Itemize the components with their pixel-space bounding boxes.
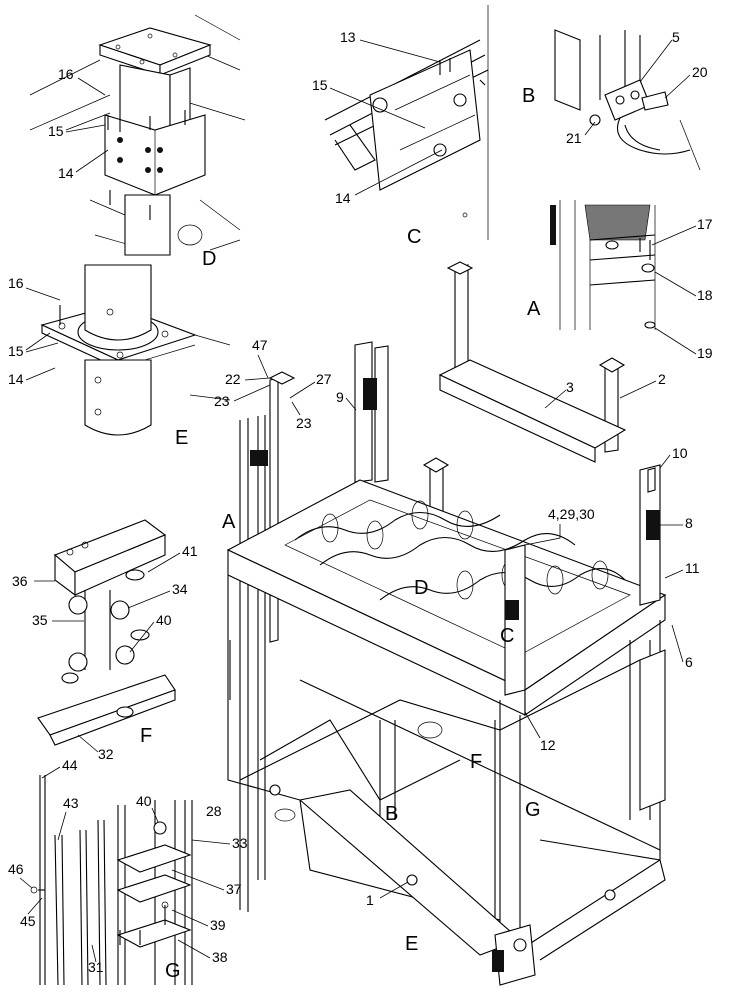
callout-m-47: 47 [252,337,268,353]
callout-g-43: 43 [63,795,79,811]
callout-m-3: 3 [566,379,574,395]
callout-g-28: 28 [206,803,222,819]
callout-m-11: 11 [685,560,700,576]
detail-e-label: E [175,427,188,449]
detail-e-view: 16 15 14 E [8,264,231,449]
callout-a-17: 17 [697,216,713,232]
main-label-a: A [222,511,236,533]
callout-m-9: 9 [336,389,344,405]
detail-b-label: B [522,85,535,107]
callout-a-18: 18 [697,287,713,303]
callout-a-19: 19 [697,345,713,361]
callout-m-8: 8 [685,515,693,531]
callout-c-15: 15 [312,77,328,93]
detail-a-view: 17 18 19 A [527,200,713,361]
detail-d-view: 16 15 14 D [29,14,246,270]
callout-e-15: 15 [8,343,24,359]
callout-m-23b: 23 [296,415,312,431]
callout-m-22: 22 [225,371,241,387]
detail-c-label: C [407,226,421,248]
detail-a-label: A [527,298,541,320]
callout-b-5: 5 [672,29,680,45]
detail-f-view: 36 41 34 35 40 32 F [12,519,198,762]
callout-b-21: 21 [566,130,582,146]
callout-c-13: 13 [340,29,356,45]
callout-e-14: 14 [8,371,24,387]
callout-g-45: 45 [20,913,36,929]
callout-f-32: 32 [98,746,114,762]
detail-f-label: F [140,725,152,747]
callout-f-41: 41 [182,543,198,559]
main-label-f: F [470,751,482,773]
main-assembly-view: 47 22 23 27 23 9 3 2 10 4,29,30 8 11 6 1… [214,261,700,986]
callout-g-44: 44 [62,757,78,773]
main-label-c: C [500,625,514,647]
callout-g-46: 46 [8,861,24,877]
detail-c-view: 13 15 14 C [312,5,489,248]
main-label-e: E [405,933,418,955]
callout-m-6: 6 [685,654,693,670]
callout-g-39: 39 [210,917,226,933]
callout-m-2: 2 [658,371,666,387]
callout-d-15: 15 [48,123,64,139]
callout-b-20: 20 [692,64,708,80]
callout-g-37: 37 [226,881,242,897]
callout-g-38: 38 [212,949,228,965]
main-label-b: B [385,803,398,825]
callout-m-23a: 23 [214,393,230,409]
callout-f-36: 36 [12,573,28,589]
callout-m-27: 27 [316,371,332,387]
callout-m-4-29-30: 4,29,30 [548,506,595,522]
callout-m-10: 10 [672,445,688,461]
callout-m-12: 12 [540,737,556,753]
callout-d-14: 14 [58,165,74,181]
callout-m-1: 1 [366,892,374,908]
callout-c-14: 14 [335,190,351,206]
detail-d-label: D [202,248,216,270]
main-label-d: D [414,577,428,599]
callout-g-31: 31 [88,959,104,975]
callout-d-16: 16 [58,66,74,82]
detail-g-label: G [165,960,181,982]
callout-e-16: 16 [8,275,24,291]
main-label-g: G [525,799,541,821]
detail-g-view: 44 43 40 28 33 46 45 37 39 31 38 G [8,757,248,986]
detail-b-view: 5 20 21 B [522,29,708,171]
callout-f-40: 40 [156,612,172,628]
callout-f-34: 34 [172,581,188,597]
callout-f-35: 35 [32,612,48,628]
callout-g-40: 40 [136,793,152,809]
